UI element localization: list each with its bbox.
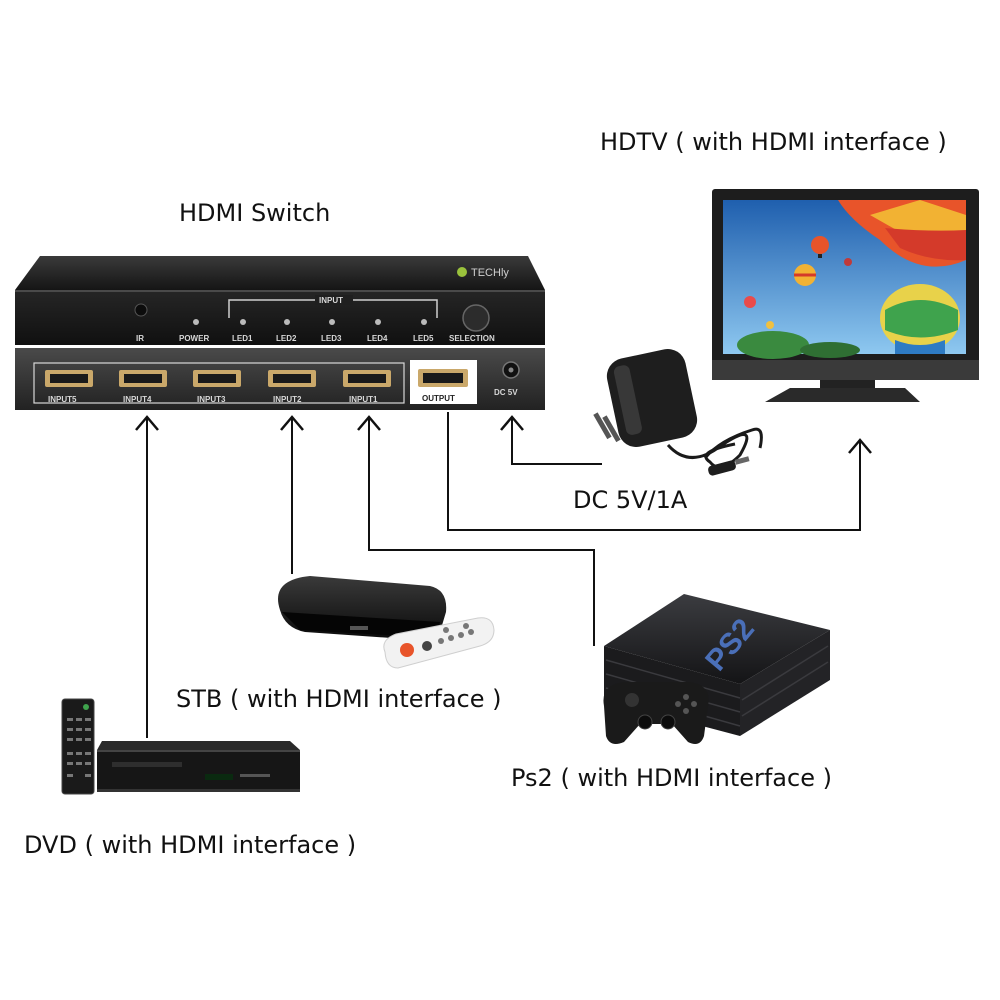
led5-label: LED5 <box>413 334 434 343</box>
hdmi-port-output <box>418 369 468 387</box>
led-row: LED1 LED2 LED3 LED4 LED5 <box>232 319 434 343</box>
ps2-label: Ps2 ( with HDMI interface ) <box>511 764 832 792</box>
led2-indicator <box>284 319 290 325</box>
selection-button <box>462 304 490 332</box>
dvd-remote <box>61 698 95 795</box>
svg-text:TECHly: TECHly <box>471 267 509 279</box>
line-ps2 <box>368 418 595 646</box>
dvd-label: DVD ( with HDMI interface ) <box>24 831 357 859</box>
input2-label: INPUT2 <box>273 395 302 404</box>
led4-label: LED4 <box>367 334 388 343</box>
hdtv <box>712 189 979 402</box>
selection-label: SELECTION <box>449 334 495 343</box>
arrow-up-icon <box>500 415 524 431</box>
dc-label: DC 5V/1A <box>573 486 688 514</box>
power-label: POWER <box>179 334 209 343</box>
led2-label: LED2 <box>276 334 297 343</box>
input1-label: INPUT1 <box>349 395 378 404</box>
dvd-player <box>97 741 300 792</box>
arrow-up-icon <box>135 415 159 431</box>
hdmi-port-input2 <box>268 370 316 387</box>
hdtv-label: HDTV ( with HDMI interface ) <box>600 128 947 156</box>
stb-remote <box>383 617 495 669</box>
led3-label: LED3 <box>321 334 342 343</box>
hdmi-port-input5 <box>45 370 93 387</box>
hdmi-port-input4 <box>119 370 167 387</box>
ir-sensor <box>134 303 148 317</box>
led3-indicator <box>329 319 335 325</box>
output-label: OUTPUT <box>422 394 455 403</box>
stb-device <box>278 576 447 641</box>
led4-indicator <box>375 319 381 325</box>
hdmi-switch: TECHly IR POWER INPUT LED1 LED2 LED3 LED… <box>15 256 545 410</box>
input5-label: INPUT5 <box>48 395 77 404</box>
connection-lines <box>146 412 861 738</box>
dc-jack-label: DC 5V <box>494 388 518 397</box>
power-led <box>193 319 199 325</box>
input3-label: INPUT3 <box>197 395 226 404</box>
led1-indicator <box>240 319 246 325</box>
tv-screen <box>723 200 966 359</box>
tv-stand-base <box>765 388 920 402</box>
ir-label: IR <box>136 334 144 343</box>
ps2-controller <box>603 682 709 744</box>
hdmi-port-input1 <box>343 370 391 387</box>
arrow-up-icon <box>280 415 304 431</box>
hdmi-switch-label: HDMI Switch <box>179 199 331 227</box>
arrow-up-icon <box>357 415 381 431</box>
input-ports <box>45 370 391 387</box>
led1-label: LED1 <box>232 334 253 343</box>
power-adapter-icon <box>593 349 763 476</box>
led5-indicator <box>421 319 427 325</box>
input4-label: INPUT4 <box>123 395 152 404</box>
techly-logo: TECHly <box>457 267 509 279</box>
stb-label: STB ( with HDMI interface ) <box>176 685 502 713</box>
tv-neck <box>820 380 875 388</box>
line-power <box>511 418 602 465</box>
line-output-to-tv <box>447 412 861 531</box>
input-group-label: INPUT <box>319 296 343 305</box>
arrow-up-icon <box>848 438 872 454</box>
hdmi-port-input3 <box>193 370 241 387</box>
